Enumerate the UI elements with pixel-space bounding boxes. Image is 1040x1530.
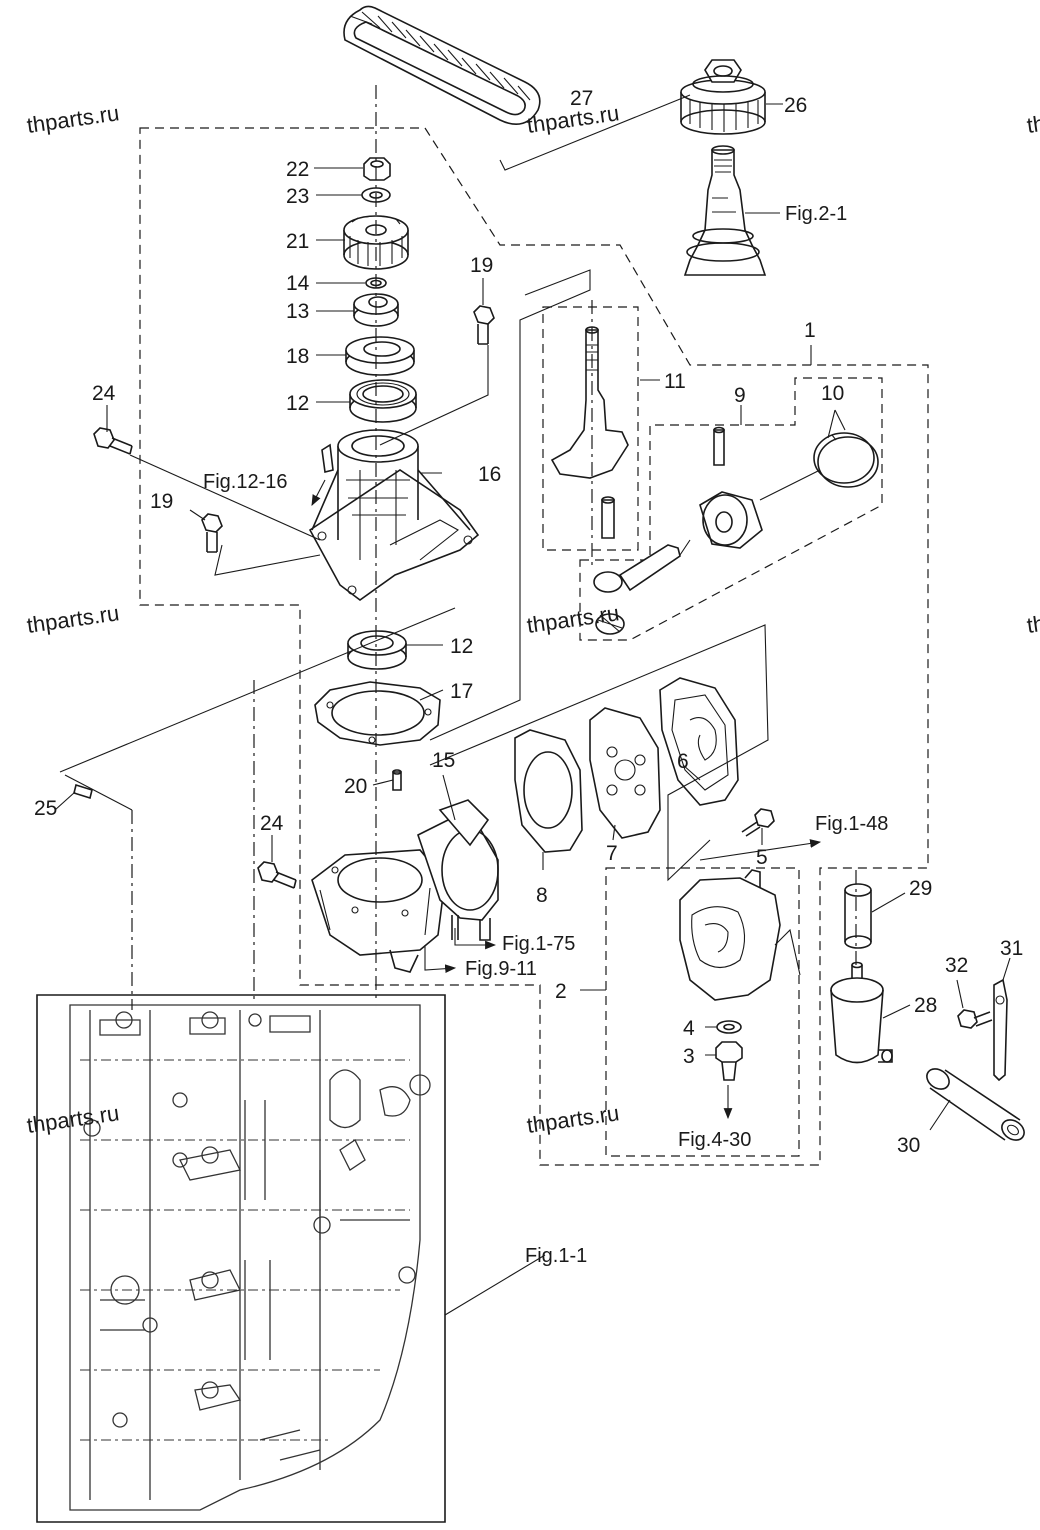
callout-12a: 12 <box>286 392 309 415</box>
callout-9: 9 <box>734 384 746 407</box>
callout-27: 27 <box>570 87 593 110</box>
fig-ref-12-16: Fig.12-16 <box>203 471 288 493</box>
bearing-housing-bracket <box>308 429 480 601</box>
callout-24a: 24 <box>92 382 116 405</box>
watermark-text: thparts.ru <box>25 1100 121 1138</box>
connecting-rod <box>593 544 681 635</box>
callout-31: 31 <box>1000 937 1023 960</box>
callout-6: 6 <box>677 750 689 773</box>
callout-30: 30 <box>897 1134 920 1157</box>
hose-30 <box>926 1068 1025 1141</box>
callout-29: 29 <box>909 877 932 900</box>
callout-32: 32 <box>945 954 968 977</box>
valve-plate-7 <box>589 707 661 839</box>
timing-belt <box>343 5 541 126</box>
piston-group-outline <box>579 377 883 641</box>
callout-15: 15 <box>432 749 455 772</box>
callout-2: 2 <box>555 980 567 1003</box>
fig-ref-1-75: Fig.1-75 <box>502 933 575 955</box>
watermarks: thparts.ru thparts.ru thparts.ru thparts… <box>25 100 1040 1138</box>
nipple-3 <box>715 1041 743 1081</box>
figure-references: Fig.2-1 Fig.12-16 Fig.1-48 Fig.1-75 Fig.… <box>203 203 888 1267</box>
dowel-pin-20 <box>392 769 402 791</box>
callout-1: 1 <box>804 319 816 342</box>
bracket-31 <box>993 978 1008 1082</box>
callout-20: 20 <box>344 775 367 798</box>
oil-seal <box>353 293 399 327</box>
bolt-5 <box>741 808 775 837</box>
callout-4: 4 <box>683 1017 695 1040</box>
callout-10: 10 <box>821 382 844 405</box>
callout-22: 22 <box>286 158 309 181</box>
callout-21: 21 <box>286 230 309 253</box>
callout-8: 8 <box>536 884 548 907</box>
callout-11: 11 <box>664 370 686 393</box>
piston <box>699 491 763 549</box>
bolt-19-lower <box>201 513 223 553</box>
drive-pulley <box>680 59 766 135</box>
callout-labels: 1 2 3 4 5 6 7 8 9 10 11 12 12 13 14 15 1… <box>34 87 1023 1157</box>
dowel-pin-25 <box>73 783 93 800</box>
fig-ref-4-30: Fig.4-30 <box>678 1129 751 1151</box>
upper-bearing-race <box>345 336 415 376</box>
watermark-text: thparts.ru <box>25 100 121 138</box>
drive-shaft-fig2-1 <box>683 145 767 276</box>
bolt-24-upper <box>93 427 133 455</box>
lower-ball-bearing <box>347 630 407 670</box>
callout-24b: 24 <box>260 812 284 835</box>
washer-4 <box>716 1020 742 1034</box>
watermark-text: thparts.ru <box>525 600 621 638</box>
callout-25: 25 <box>34 797 57 820</box>
bolt-24-lower <box>257 861 297 889</box>
bolt-32 <box>957 1009 993 1029</box>
piston-rings <box>813 432 879 488</box>
pump-cover-group-outline <box>605 867 800 1157</box>
callout-5: 5 <box>756 846 768 869</box>
callout-28: 28 <box>914 994 937 1017</box>
callout-23: 23 <box>286 185 309 208</box>
callout-17: 17 <box>450 680 473 703</box>
pulley-shaft-group-outline <box>542 306 639 551</box>
watermark-text: thparts.ru <box>1025 600 1040 638</box>
eccentric-shaft <box>550 326 629 539</box>
fig-ref-1-48: Fig.1-48 <box>815 813 888 835</box>
callout-12b: 12 <box>450 635 473 658</box>
fig-ref-1-1: Fig.1-1 <box>525 1245 587 1267</box>
hose-29 <box>844 883 872 949</box>
watermark-text: thparts.ru <box>1025 100 1040 138</box>
callout-19b: 19 <box>150 490 173 513</box>
pump-body <box>311 799 499 973</box>
piston-pin <box>713 426 725 466</box>
callout-3: 3 <box>683 1045 695 1068</box>
gasket-8 <box>514 729 583 853</box>
callout-7: 7 <box>606 842 618 865</box>
upper-ball-bearing <box>349 379 417 423</box>
fuel-filter-28 <box>830 961 893 1064</box>
callout-19a: 19 <box>470 254 493 277</box>
diaphragm-6 <box>659 677 739 806</box>
callout-13: 13 <box>286 300 309 323</box>
main-assembly-outline <box>139 127 929 1166</box>
leader-lines <box>54 85 1011 1316</box>
top-nut <box>363 157 391 181</box>
callout-18: 18 <box>286 345 309 368</box>
callout-26: 26 <box>784 94 807 117</box>
engine-block-inset <box>36 994 446 1523</box>
housing-gasket <box>314 681 441 746</box>
callout-16: 16 <box>478 463 501 486</box>
fig-ref-9-11: Fig.9-11 <box>465 958 537 980</box>
callout-14: 14 <box>286 272 310 295</box>
fig-ref-2-1: Fig.2-1 <box>785 203 847 225</box>
pump-cover-2 <box>679 869 781 1001</box>
watermark-text: thparts.ru <box>25 600 121 638</box>
bolt-19-upper <box>473 305 495 345</box>
